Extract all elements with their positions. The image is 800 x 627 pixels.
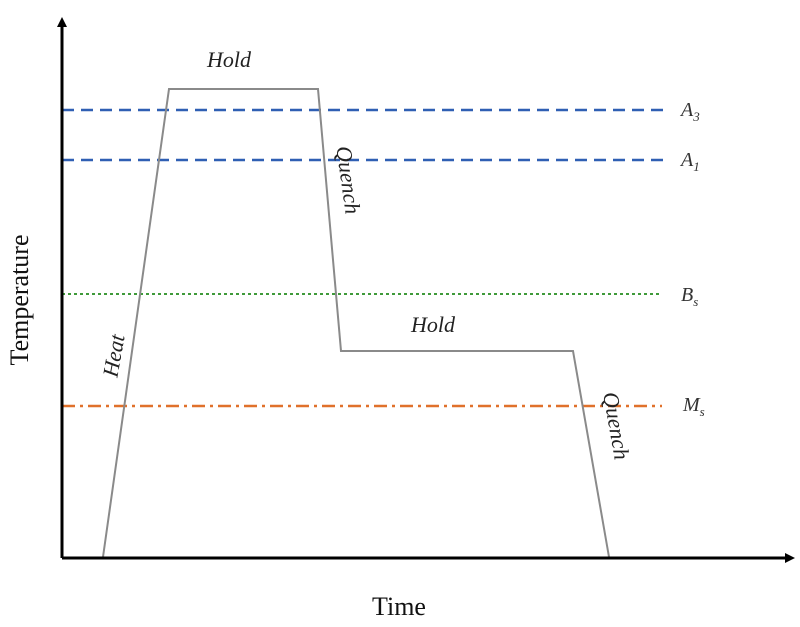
a1-line-label: A1: [679, 149, 700, 174]
x-axis-title: Time: [372, 592, 426, 621]
stage-label-quench-2: Quench: [598, 390, 635, 462]
stage-label-hold-1: Hold: [206, 47, 252, 72]
stage-label-quench-1: Quench: [331, 144, 365, 215]
stage-label-hold-2: Hold: [410, 312, 456, 337]
stage-label-heat: Heat: [97, 332, 129, 380]
bs-line-label: Bs: [681, 284, 698, 309]
temperature-profile-line: [102, 88, 610, 558]
ms-line-label: Ms: [682, 394, 705, 419]
a3-line-label: A3: [679, 99, 700, 124]
y-axis-title: Temperature: [5, 235, 34, 366]
